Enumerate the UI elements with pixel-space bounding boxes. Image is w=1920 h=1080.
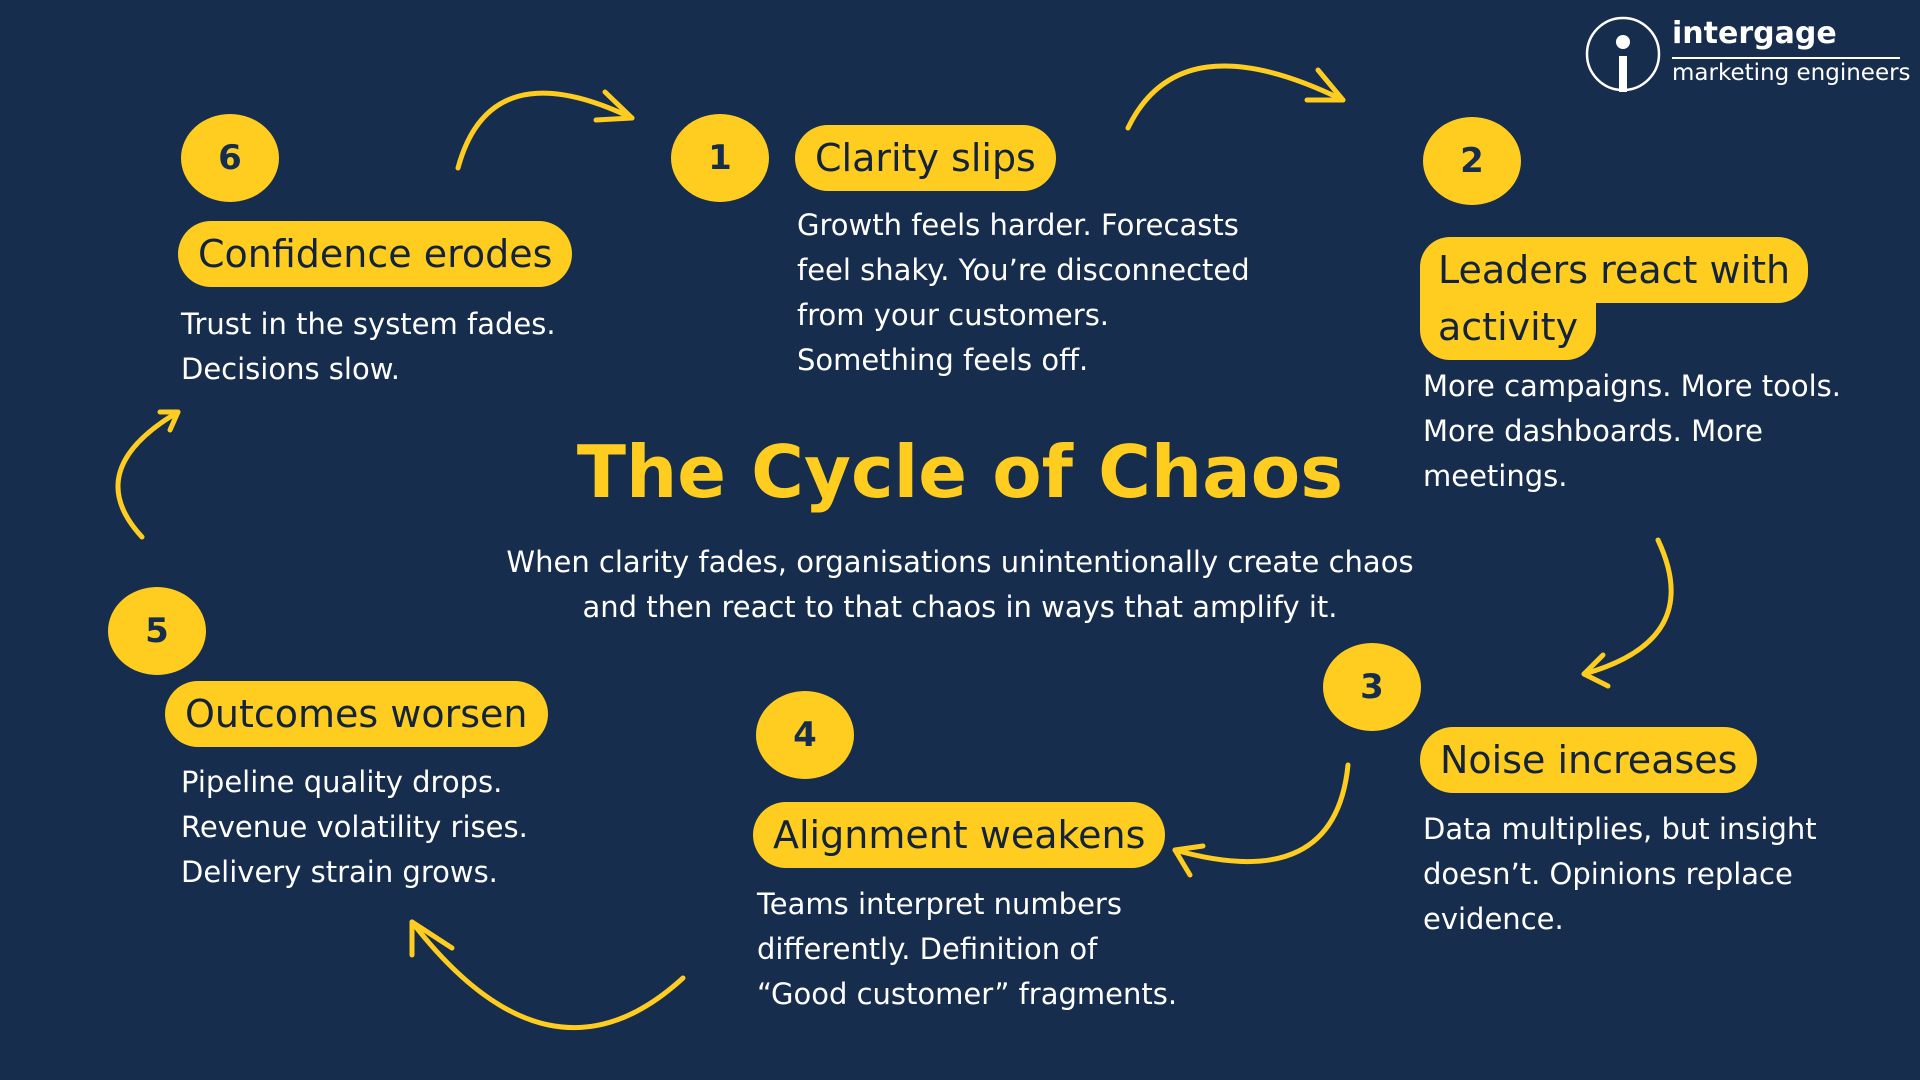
step-4-number: 4 xyxy=(756,691,854,779)
curved-arrow-icon xyxy=(1172,762,1351,878)
curved-arrow-icon xyxy=(1125,63,1346,131)
step-4-description: Teams interpret numbers differently. Def… xyxy=(757,887,1178,1011)
step-2-number: 2 xyxy=(1423,117,1521,205)
step-6-description: Trust in the system fades. Decisions slo… xyxy=(181,307,556,386)
page-title: The Cycle of Chaos xyxy=(576,430,1344,514)
step-1-number: 1 xyxy=(671,114,769,202)
step-5-heading: Outcomes worsen xyxy=(165,681,548,747)
step-3-heading: Noise increases xyxy=(1420,727,1758,793)
page-subtitle: When clarity fades, organisations uninte… xyxy=(506,545,1414,624)
step-6-heading: Confidence erodes xyxy=(178,221,573,287)
step-6-number: 6 xyxy=(181,114,279,202)
curved-arrow-icon xyxy=(1581,537,1674,689)
logo-i-icon xyxy=(1585,16,1661,92)
logo-tagline: marketing engineers xyxy=(1672,60,1911,86)
logo-name: intergage xyxy=(1672,16,1837,51)
step-1-description: Growth feels harder. Forecasts feel shak… xyxy=(797,208,1250,377)
step-2-heading: Leaders react with activity xyxy=(1420,237,1809,360)
step-3-description: Data multiplies, but insight doesn’t. Op… xyxy=(1423,812,1817,936)
step-1-heading: Clarity slips xyxy=(795,125,1056,191)
step-4-heading: Alignment weakens xyxy=(753,802,1166,868)
step-5-description: Pipeline quality drops. Revenue volatili… xyxy=(181,765,528,889)
step-5-number: 5 xyxy=(108,587,206,675)
curved-arrow-icon xyxy=(455,89,635,171)
step-3-number: 3 xyxy=(1323,643,1421,731)
logo-divider xyxy=(1672,57,1900,59)
step-2-description: More campaigns. More tools. More dashboa… xyxy=(1423,369,1841,493)
curved-arrow-icon xyxy=(115,409,181,540)
curved-arrow-icon xyxy=(409,919,686,1031)
